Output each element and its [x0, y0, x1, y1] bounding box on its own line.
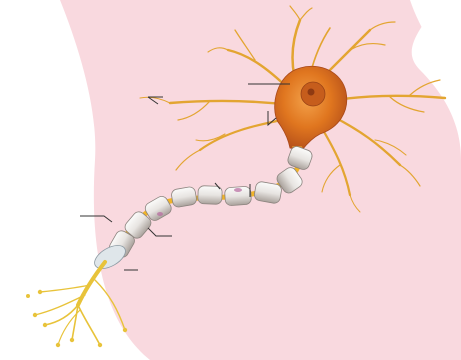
background-shape: [60, 0, 461, 360]
nucleolus: [308, 89, 315, 96]
